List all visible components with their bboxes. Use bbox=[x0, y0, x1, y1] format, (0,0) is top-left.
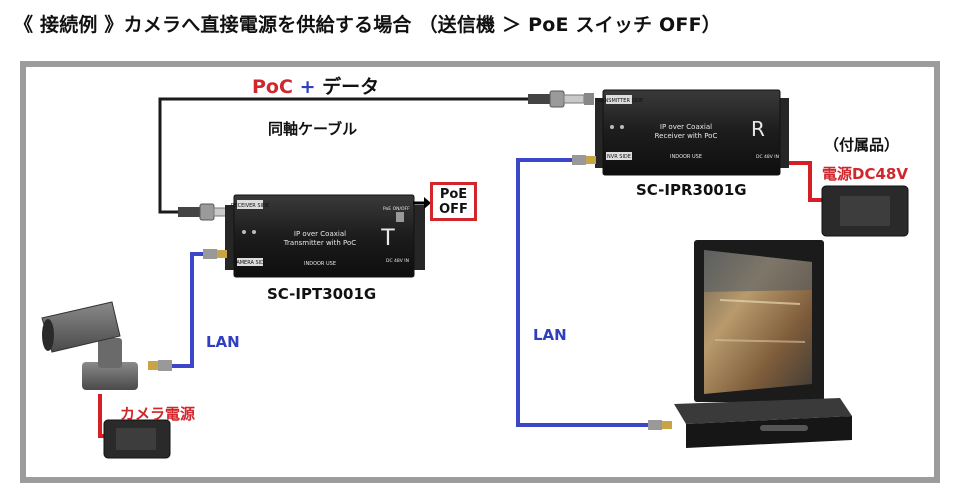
transmitter-model-label: SC-IPT3001G bbox=[267, 285, 377, 303]
camera-power-adapter bbox=[103, 419, 171, 459]
data-text: データ bbox=[322, 76, 380, 98]
receiver-port-label: NVR SIDE bbox=[607, 154, 631, 160]
receiver-name-line2: Receiver with PoC bbox=[655, 132, 718, 140]
receiver-side-label: TRANSMITTER SIDE bbox=[594, 98, 643, 104]
transmitter-device: RECEIVER SIDE IP over Coaxial Transmitte… bbox=[225, 194, 425, 278]
transmitter-letter: T bbox=[380, 226, 395, 251]
dc48-power-cable bbox=[789, 161, 830, 202]
dc48-power-label: 電源DC48V bbox=[822, 165, 908, 183]
transmitter-dc-label: DC 48V IN bbox=[386, 258, 409, 264]
camera-power-label: カメラ電源 bbox=[120, 405, 196, 423]
page-title: 《 接続例 》カメラへ直接電源を供給する場合 （送信機 ＞ PoE スイッチ O… bbox=[14, 14, 721, 36]
lan-label-camera: LAN bbox=[206, 333, 240, 351]
coaxial-cable-label: 同軸ケーブル bbox=[268, 120, 358, 138]
accessory-label: （付属品） bbox=[824, 136, 900, 154]
transmitter-poe-label: PoE ON/OFF bbox=[383, 206, 410, 212]
monitor bbox=[694, 240, 824, 402]
poe-switch bbox=[396, 212, 404, 222]
lan-cable-nvr bbox=[516, 158, 650, 427]
lan-label-nvr: LAN bbox=[533, 326, 567, 344]
transmitter-port-label: CAMERA SIDE bbox=[233, 260, 267, 266]
receiver-model-label: SC-IPR3001G bbox=[636, 181, 747, 199]
ip-camera bbox=[41, 301, 138, 390]
dc48-power-adapter bbox=[821, 185, 909, 237]
coax-connector-transmitter bbox=[178, 203, 233, 221]
poe-off-line2: OFF bbox=[439, 201, 468, 217]
poe-off-badge: PoE OFF bbox=[430, 182, 477, 221]
poc-text: PoC bbox=[252, 76, 293, 98]
poe-arrow bbox=[413, 197, 431, 209]
lan-connector-nvr bbox=[648, 420, 672, 430]
receiver-letter: R bbox=[751, 117, 765, 141]
transmitter-side-label: RECEIVER SIDE bbox=[231, 203, 269, 209]
lan-connector-transmitter bbox=[203, 249, 227, 259]
plus-text: + bbox=[299, 76, 316, 98]
transmitter-name-line1: IP over Coaxial bbox=[294, 230, 346, 238]
lan-connector-receiver bbox=[572, 155, 596, 165]
poe-off-line1: PoE bbox=[439, 186, 468, 202]
poc-data-label: PoC + データ bbox=[252, 72, 379, 99]
transmitter-name-line2: Transmitter with PoC bbox=[283, 239, 356, 247]
receiver-indoor-label: INDOOR USE bbox=[670, 154, 702, 160]
coax-connector-receiver bbox=[528, 90, 594, 108]
transmitter-indoor-label: INDOOR USE bbox=[304, 261, 336, 267]
lan-connector-camera bbox=[148, 360, 172, 371]
nvr-recorder bbox=[674, 398, 852, 448]
receiver-name-line1: IP over Coaxial bbox=[660, 123, 712, 131]
receiver-device: TRANSMITTER SIDE IP over Coaxial Receive… bbox=[594, 89, 789, 176]
receiver-dc-label: DC 48V IN bbox=[756, 154, 779, 160]
